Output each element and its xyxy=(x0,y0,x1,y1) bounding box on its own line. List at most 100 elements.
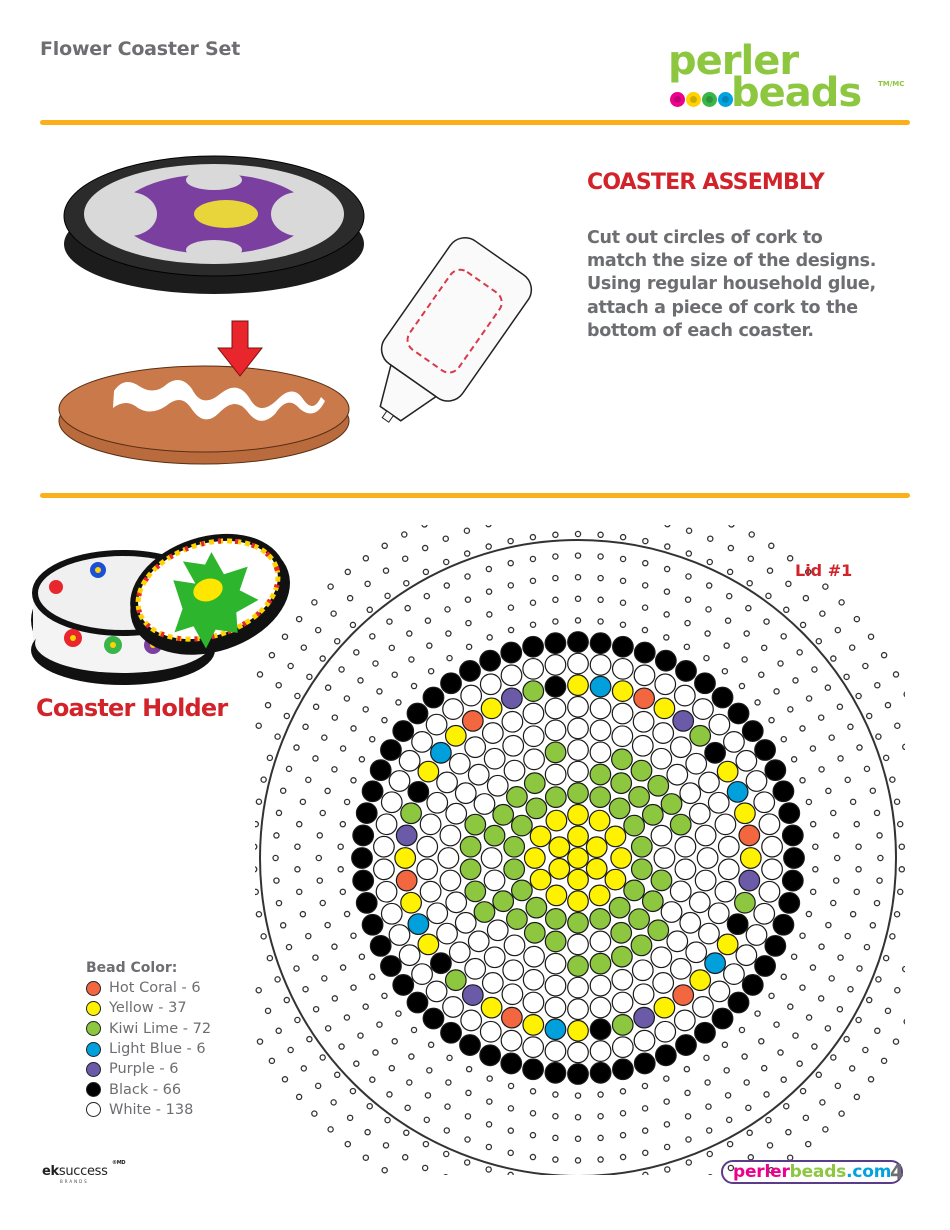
bead xyxy=(529,868,552,891)
empty-peg xyxy=(848,1065,856,1072)
empty-peg xyxy=(346,594,354,602)
empty-peg xyxy=(255,843,258,850)
bead xyxy=(426,791,449,814)
bead xyxy=(459,858,482,881)
empty-peg xyxy=(339,888,347,896)
empty-peg xyxy=(486,1075,493,1082)
bead xyxy=(544,697,567,720)
empty-peg xyxy=(293,744,300,751)
empty-peg xyxy=(619,1088,627,1095)
bead xyxy=(544,1061,567,1084)
empty-peg xyxy=(256,671,264,678)
bead xyxy=(772,913,795,936)
empty-peg xyxy=(877,854,884,862)
empty-peg xyxy=(465,619,472,627)
empty-peg xyxy=(357,677,364,684)
empty-peg xyxy=(882,954,890,962)
empty-peg xyxy=(703,1054,710,1062)
empty-peg xyxy=(264,701,272,709)
empty-peg xyxy=(832,832,840,839)
empty-peg xyxy=(311,1110,318,1117)
empty-peg xyxy=(780,973,788,981)
bead xyxy=(481,722,504,744)
bead xyxy=(464,957,487,980)
bead xyxy=(781,869,804,892)
bead xyxy=(467,930,490,953)
empty-peg xyxy=(663,1098,670,1105)
bead xyxy=(727,991,750,1014)
empty-peg xyxy=(597,1134,604,1142)
empty-peg xyxy=(780,633,787,640)
empty-peg xyxy=(281,1076,289,1083)
empty-peg xyxy=(331,714,339,721)
bead xyxy=(698,771,720,794)
bead xyxy=(666,930,689,953)
bead xyxy=(522,1058,544,1081)
empty-peg xyxy=(773,1021,780,1028)
legend-item-white: White - 138 xyxy=(86,1100,211,1120)
bead xyxy=(708,980,731,1003)
bead xyxy=(567,976,589,999)
bead xyxy=(522,1014,545,1036)
empty-peg xyxy=(339,820,347,828)
bead xyxy=(711,686,734,709)
bead xyxy=(567,890,589,913)
bead xyxy=(610,847,633,869)
empty-peg xyxy=(903,691,905,698)
empty-peg xyxy=(664,525,671,528)
bead xyxy=(698,922,720,945)
bead xyxy=(473,793,496,815)
section-divider xyxy=(40,493,910,498)
bead xyxy=(523,847,546,869)
bead xyxy=(708,713,731,736)
bead xyxy=(633,687,656,710)
empty-peg xyxy=(486,634,493,641)
empty-peg xyxy=(824,684,832,691)
bead xyxy=(448,752,471,775)
bead xyxy=(436,771,458,794)
empty-peg xyxy=(780,1076,787,1083)
empty-peg xyxy=(464,1136,471,1143)
bead xyxy=(589,952,612,975)
empty-peg xyxy=(388,644,396,652)
bead xyxy=(612,1058,634,1081)
bead xyxy=(480,996,503,1019)
empty-peg xyxy=(768,992,775,1000)
empty-peg xyxy=(302,723,309,731)
empty-peg xyxy=(338,666,345,673)
bead xyxy=(753,902,776,925)
empty-peg xyxy=(884,1007,892,1015)
empty-peg xyxy=(427,1041,435,1049)
bead xyxy=(761,835,783,858)
empty-peg xyxy=(828,734,835,741)
empty-peg xyxy=(830,655,837,662)
bead xyxy=(689,969,712,992)
bead xyxy=(525,797,548,820)
empty-peg xyxy=(663,611,670,618)
empty-peg xyxy=(343,910,351,918)
empty-peg xyxy=(404,1104,411,1112)
bead xyxy=(522,968,545,991)
bead xyxy=(500,664,523,687)
bead xyxy=(694,869,717,892)
bead xyxy=(544,719,567,742)
empty-peg xyxy=(721,667,729,675)
bead xyxy=(778,892,801,914)
empty-peg xyxy=(902,743,905,751)
bead xyxy=(694,824,717,847)
empty-peg xyxy=(343,798,351,806)
bead xyxy=(522,1036,545,1059)
bead xyxy=(492,803,515,826)
empty-peg xyxy=(281,633,289,640)
empty-peg xyxy=(825,787,832,795)
empty-peg xyxy=(783,1102,790,1110)
bead xyxy=(352,824,375,847)
bead xyxy=(567,911,589,934)
empty-peg xyxy=(272,854,279,862)
empty-peg xyxy=(796,649,803,656)
empty-peg xyxy=(894,722,901,729)
empty-peg xyxy=(255,987,262,994)
bead-swatch-icon xyxy=(86,1061,101,1077)
bead xyxy=(361,780,384,803)
